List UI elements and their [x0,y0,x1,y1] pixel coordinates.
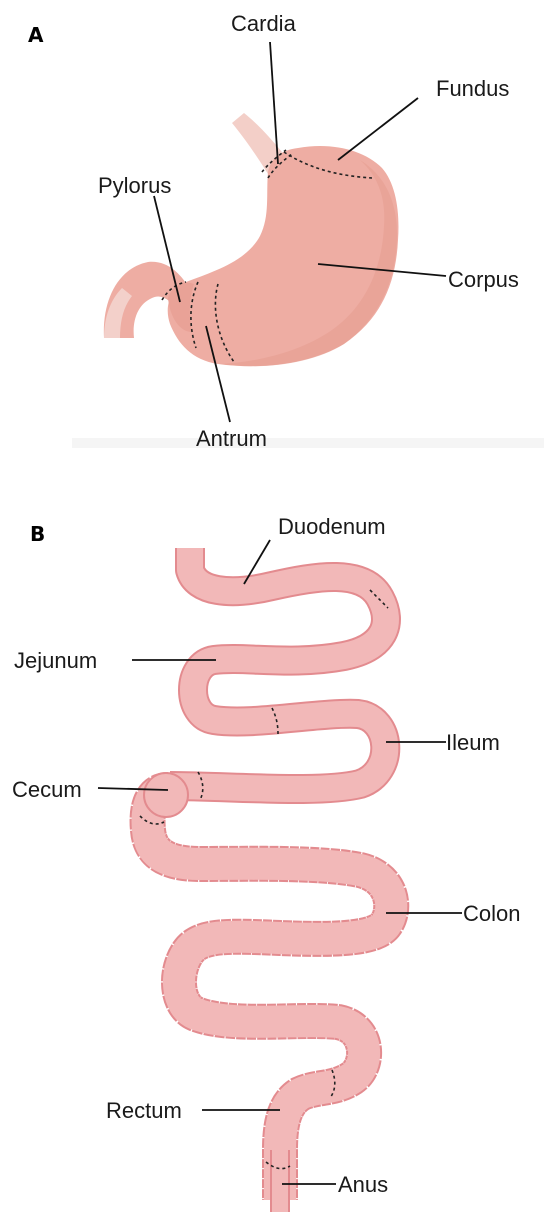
cecum-label: Cecum [12,777,82,802]
fundus-leader [338,98,418,160]
fundus-label: Fundus [436,76,509,101]
antrum-label: Antrum [196,426,267,451]
jejunum-label: Jejunum [14,648,97,673]
floor-shadow [72,438,544,448]
colon-label: Colon [463,901,520,926]
cecum-pouch [144,773,188,817]
panel-b-label: B [30,522,45,546]
rectum-label: Rectum [106,1098,182,1123]
ileum-label: Ileum [446,730,500,755]
stomach-illustration [104,113,399,366]
corpus-label: Corpus [448,267,519,292]
stomach-body [168,146,399,366]
duodenum-label: Duodenum [278,514,386,539]
pylorus-label: Pylorus [98,173,171,198]
anus-label: Anus [338,1172,388,1197]
cardia-label: Cardia [231,11,297,36]
panel-a-label: A [28,23,44,47]
